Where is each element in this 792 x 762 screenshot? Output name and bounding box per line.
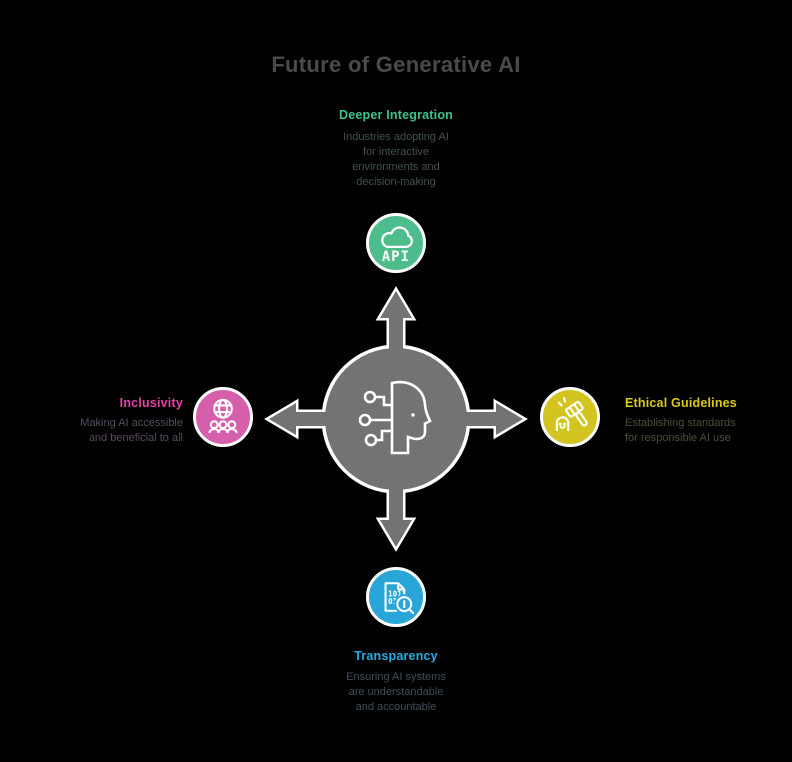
person-icon [227,420,237,430]
section-description: Industries adopting AI for interactive e… [343,131,449,188]
person-icon [209,420,219,430]
hub-fill [269,291,523,547]
section-label: Inclusivity [119,396,183,410]
section-ethical-guidelines: Ethical Guidelines Establishing standard… [625,396,792,446]
globe-people-icon [208,398,238,434]
section-label: Transparency [354,649,438,663]
page-title: Future of Generative AI [271,52,521,77]
binary-row-2: 01 [388,597,398,606]
node-transparency: 1011 01 [366,567,426,627]
api-label: API [382,249,410,265]
spark-icon [562,397,567,403]
section-label: Ethical Guidelines [625,396,737,410]
globe-icon [213,398,233,419]
magnifier-icon [396,596,413,613]
spark-icon [557,401,563,407]
document-search-icon: 1011 01 [384,582,415,615]
cloud-api-icon: API [381,226,413,265]
cloud-icon [381,226,413,249]
section-inclusivity: Inclusivity Making AI accessible and ben… [13,396,183,446]
person-icon [218,420,228,430]
binary-row-1: 1011 [388,589,407,598]
node-deeper-integration: API [366,213,426,273]
gavel-icon [555,397,588,432]
node-ethical-guidelines [540,387,600,447]
section-transparency: Transparency Ensuring AI systems are und… [296,649,496,715]
section-deeper-integration: Deeper Integration Industries adopting A… [296,108,496,190]
section-description: Ensuring AI systems are understandable a… [346,671,446,713]
ai-head-icon [358,380,432,455]
section-label: Deeper Integration [338,108,454,122]
figure-icon [555,416,570,432]
section-description: Establishing standards for responsible A… [625,417,736,444]
section-description: Making AI accessible and beneficial to a… [80,417,183,444]
node-inclusivity [193,387,253,447]
